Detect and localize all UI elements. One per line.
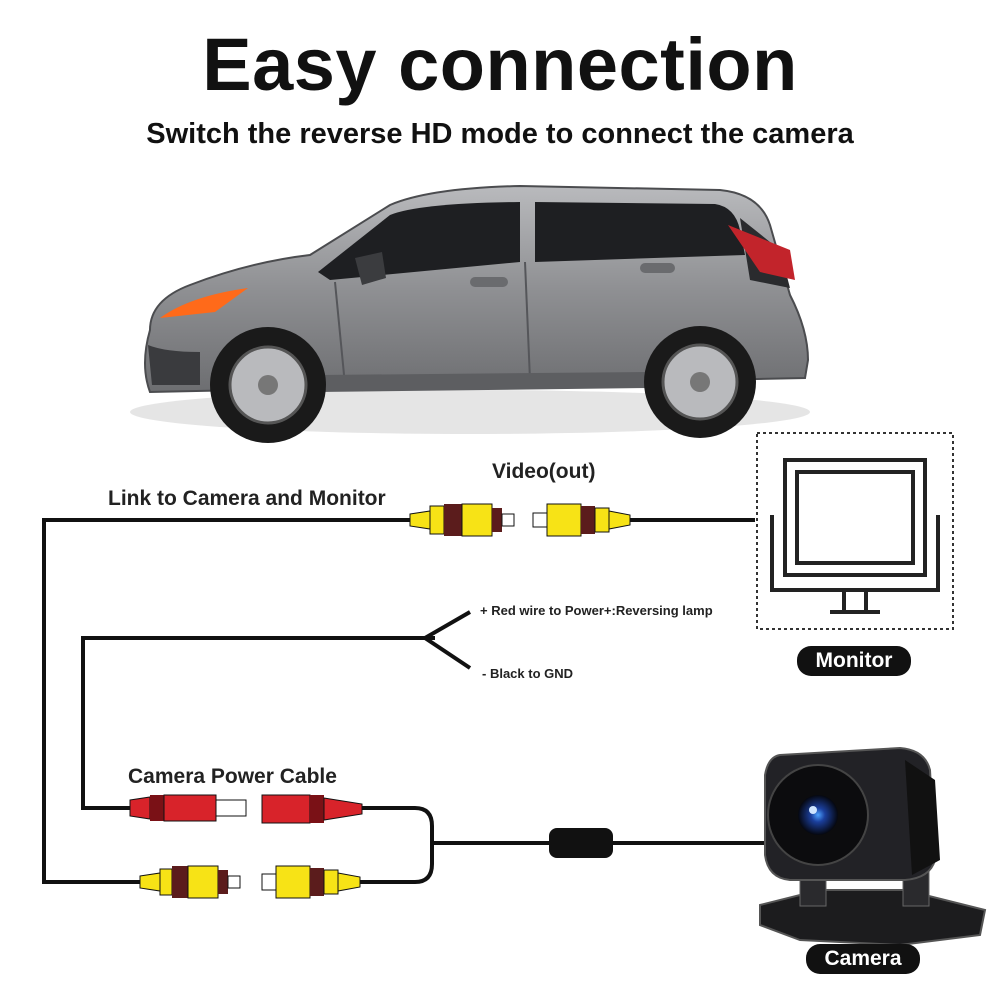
power-connector-female — [261, 794, 363, 824]
front-wheel — [210, 327, 326, 443]
monitor-illustration — [756, 432, 954, 630]
car-illustration — [130, 184, 810, 443]
red-wire-branch — [423, 610, 472, 640]
rca-video-male — [532, 503, 631, 537]
page-title: Easy connection — [202, 23, 798, 106]
monitor-badge: Monitor — [797, 646, 911, 676]
power-cable-label: Camera Power Cable — [128, 765, 337, 788]
black-wire-branch — [423, 636, 472, 670]
red-wire-label: + Red wire to Power+:Reversing lamp — [480, 603, 713, 618]
camera-badge: Camera — [806, 944, 920, 974]
power-connector-male — [129, 794, 247, 822]
rca-link-male — [139, 865, 241, 899]
link-label: Link to Camera and Monitor — [108, 487, 386, 510]
inline-connector — [549, 828, 613, 858]
rca-link-female — [261, 865, 361, 899]
link-wire — [42, 518, 410, 884]
page-subtitle: Switch the reverse HD mode to connect th… — [146, 118, 854, 150]
video-out-label: Video(out) — [492, 460, 596, 483]
black-wire-label: - Black to GND — [482, 666, 574, 681]
wiring — [42, 518, 780, 884]
rear-wheel — [644, 326, 756, 438]
merge-wire — [360, 806, 434, 884]
camera-illustration — [759, 746, 987, 947]
rca-video-female — [409, 503, 515, 537]
power-wire — [81, 636, 435, 810]
